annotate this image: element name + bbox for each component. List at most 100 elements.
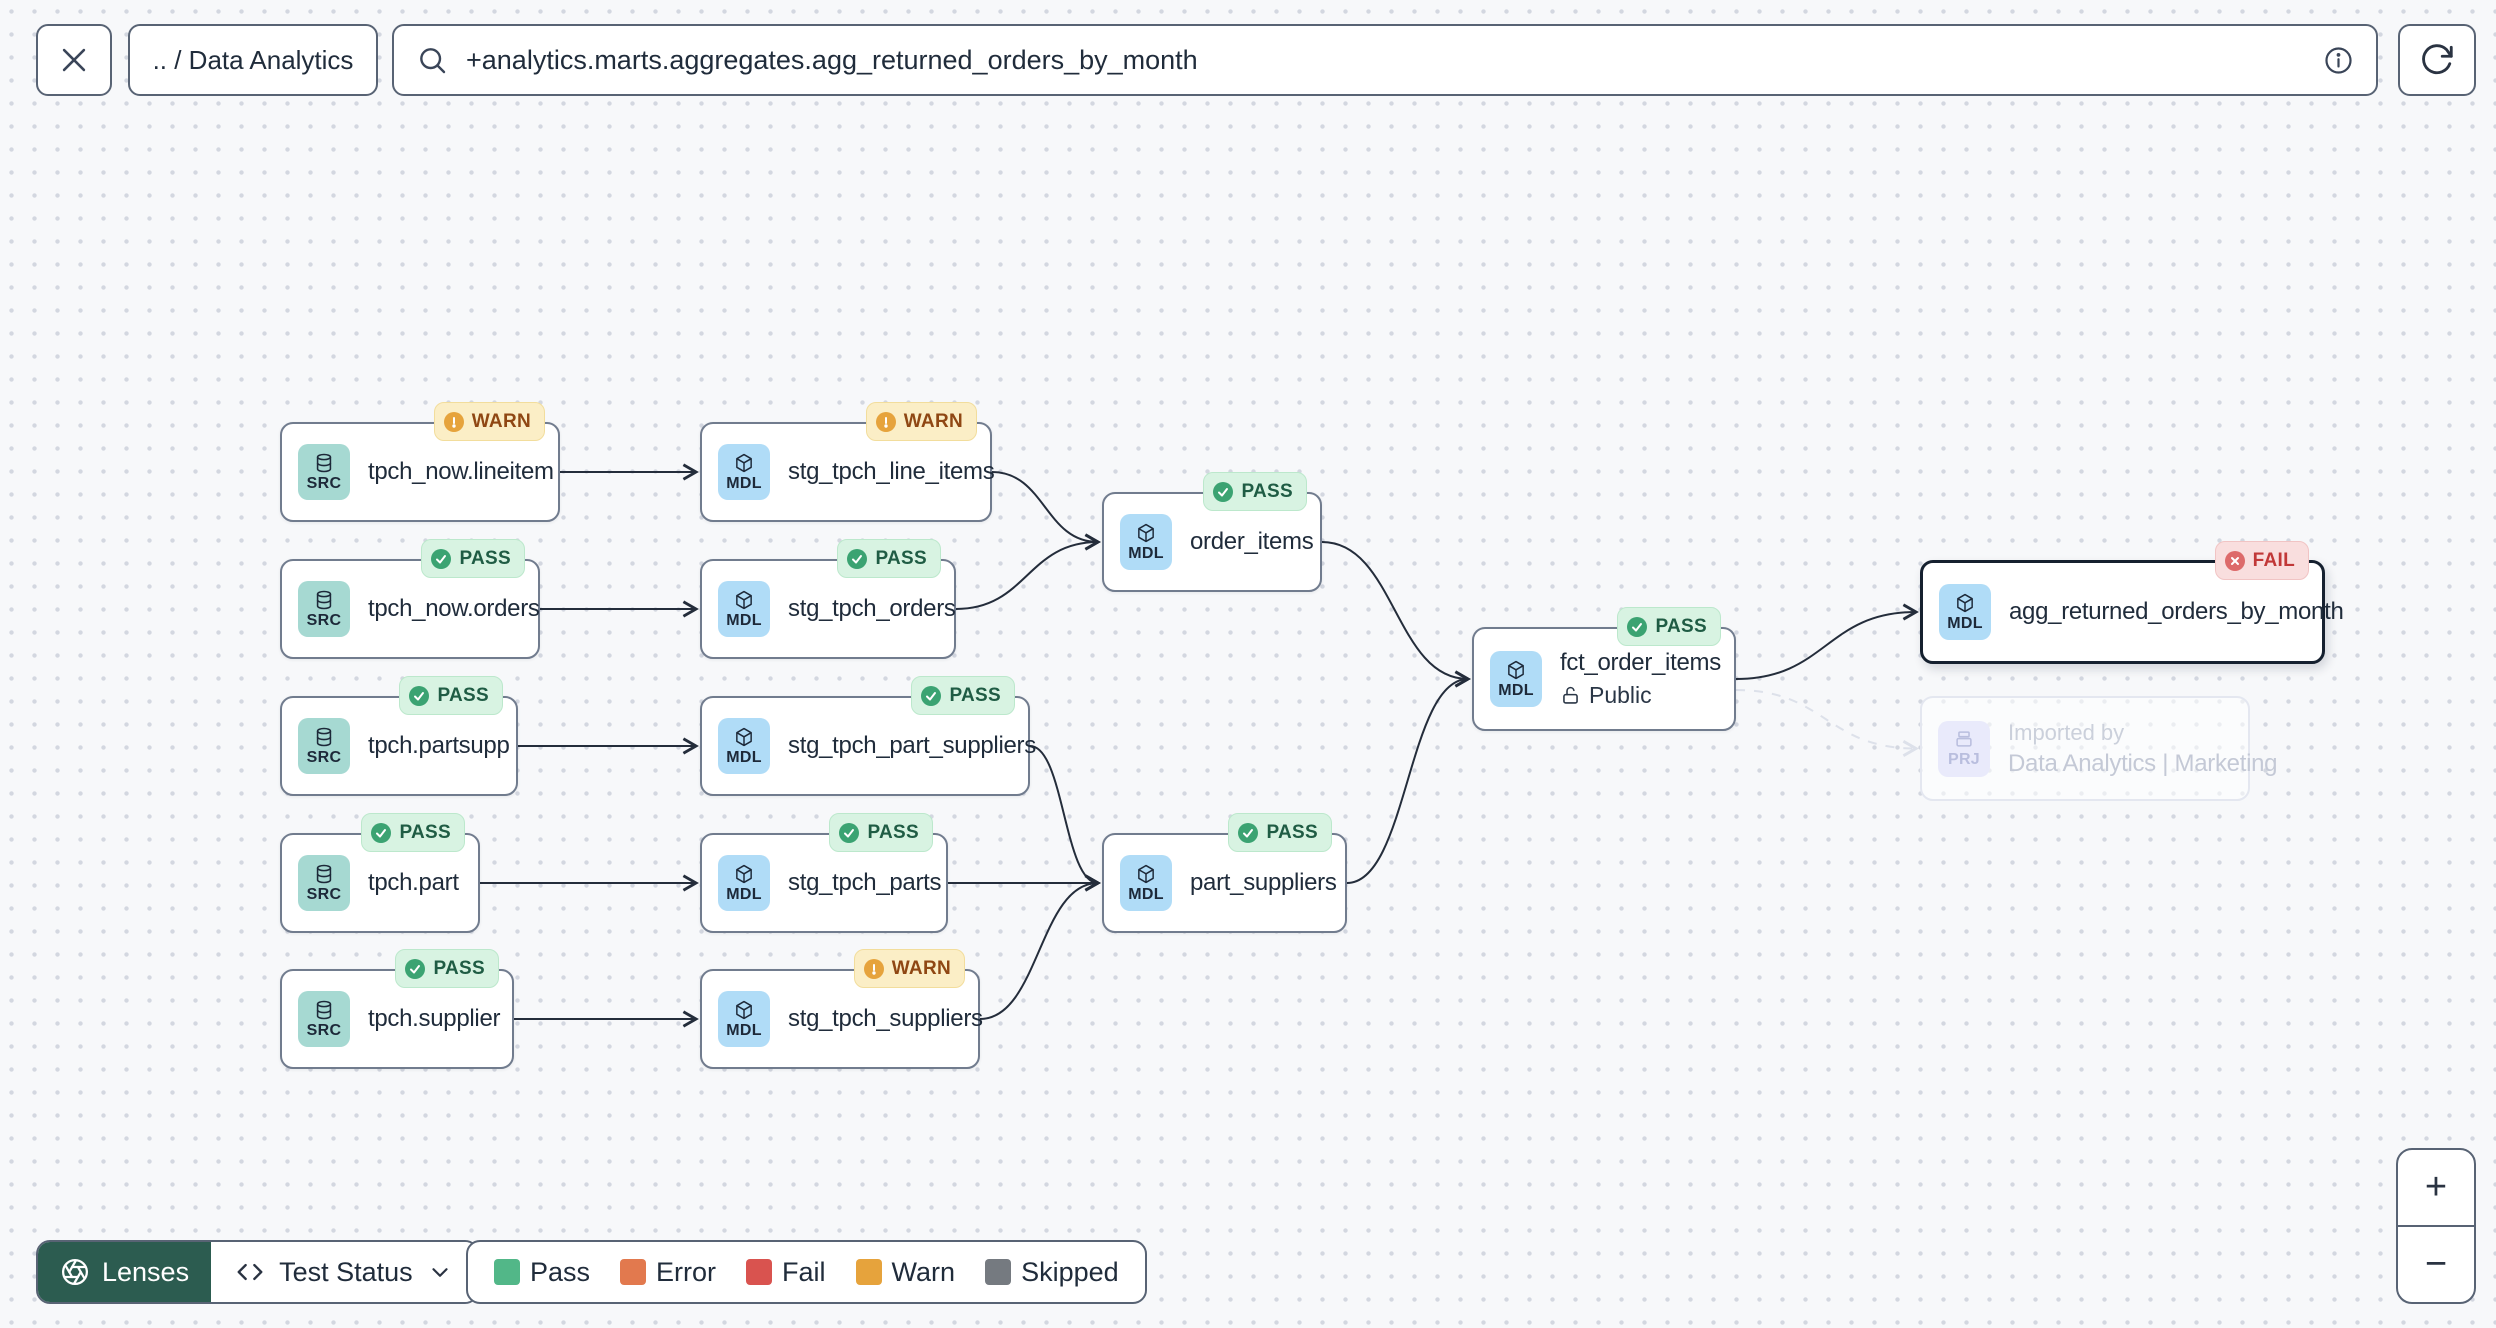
lens-combo: Lenses Test Status: [36, 1240, 479, 1304]
node-label: tpch_now.lineitem: [368, 458, 554, 485]
node-label: stg_tpch_part_suppliers: [788, 732, 1036, 759]
edge-order_items-fct_order_items: [1321, 541, 1471, 688]
database-icon: SRC: [298, 718, 350, 774]
cube-icon: MDL: [718, 991, 770, 1047]
status-badge-pass: PASS: [1617, 607, 1721, 646]
node-type-label: MDL: [726, 748, 762, 766]
status-badge-pass: PASS: [1228, 813, 1332, 852]
lens-selector[interactable]: Test Status: [211, 1242, 477, 1302]
legend-label: Fail: [782, 1256, 826, 1287]
status-dot-icon: [875, 411, 896, 432]
legend-item-warn: Warn: [855, 1257, 955, 1288]
cube-icon: MDL: [718, 581, 770, 637]
legend-label: Skipped: [1021, 1256, 1119, 1287]
legend-swatch: [620, 1259, 647, 1285]
edge-stg_part_suppliers-part_suppliers: [1029, 745, 1101, 892]
status-legend: Pass Error Fail Warn Skipped: [466, 1240, 1147, 1304]
node-src_part[interactable]: PASS SRC tpch.part: [280, 813, 480, 933]
database-icon: SRC: [298, 444, 350, 500]
zoom-in-button[interactable]: +: [2398, 1150, 2474, 1227]
node-type-label: MDL: [1498, 681, 1534, 699]
zoom-controls: + −: [2396, 1148, 2476, 1304]
status-badge-pass: PASS: [421, 539, 525, 578]
edge-fct_order_items-agg_returned_orders_by_month: [1735, 603, 1919, 680]
info-icon[interactable]: [2323, 45, 2354, 76]
node-type-label: MDL: [1128, 885, 1164, 903]
legend-item-fail: Fail: [746, 1257, 826, 1288]
search-bar[interactable]: [392, 24, 2378, 96]
lenses-button[interactable]: Lenses: [38, 1242, 212, 1302]
legend-swatch: [746, 1259, 773, 1285]
status-dot-icon: [1238, 822, 1259, 843]
cube-icon: MDL: [1939, 584, 1991, 640]
node-stg_line_items[interactable]: WARN MDL stg_tpch_line_items: [700, 402, 995, 522]
close-button[interactable]: [36, 24, 112, 96]
status-dot-icon: [863, 958, 884, 979]
status-badge-pass: PASS: [395, 949, 499, 988]
node-label: tpch.partsupp: [368, 732, 510, 759]
status-badge-pass: PASS: [837, 539, 941, 578]
legend-item-pass: Pass: [494, 1257, 590, 1288]
node-visibility: Public: [1560, 682, 1721, 709]
refresh-button[interactable]: [2398, 24, 2476, 96]
legend-label: Pass: [530, 1256, 591, 1287]
node-agg_returned_orders_by_month[interactable]: FAIL MDL agg_returned_orders_by_month: [1920, 541, 2344, 664]
legend-label: Error: [656, 1256, 717, 1287]
node-label: agg_returned_orders_by_month: [2009, 598, 2344, 625]
chevron-down-icon: [432, 1268, 448, 1277]
status-badge-pass: PASS: [399, 676, 503, 715]
node-src_orders[interactable]: PASS SRC tpch_now.orders: [280, 539, 540, 659]
status-badge-warn: WARN: [865, 402, 977, 441]
node-type-label: SRC: [306, 885, 342, 903]
legend-swatch: [985, 1259, 1012, 1285]
node-label: tpch.part: [368, 869, 459, 896]
node-label: stg_tpch_line_items: [788, 458, 995, 485]
node-type-label: MDL: [726, 474, 762, 492]
status-badge-fail: FAIL: [2214, 541, 2309, 580]
status-dot-icon: [1213, 481, 1234, 502]
status-dot-icon: [921, 685, 942, 706]
lenses-label: Lenses: [102, 1256, 190, 1287]
cube-icon: MDL: [718, 855, 770, 911]
node-src_partsupp[interactable]: PASS SRC tpch.partsupp: [280, 676, 518, 796]
node-label: Data Analytics | Marketing: [2008, 749, 2278, 777]
breadcrumb[interactable]: .. / Data Analytics: [128, 24, 378, 96]
breadcrumb-label: .. / Data Analytics: [152, 44, 354, 75]
legend-swatch: [855, 1259, 882, 1285]
refresh-icon: [2422, 44, 2453, 75]
node-type-label: SRC: [306, 748, 342, 766]
legend-item-skipped: Skipped: [985, 1257, 1119, 1288]
lock-open-icon: [1563, 686, 1578, 704]
zoom-out-button[interactable]: −: [2398, 1227, 2474, 1302]
status-badge-pass: PASS: [361, 813, 465, 852]
node-type-label: MDL: [1128, 544, 1164, 562]
status-dot-icon: [409, 685, 430, 706]
node-type-label: MDL: [726, 1021, 762, 1039]
status-dot-icon: [371, 822, 392, 843]
node-type-label: SRC: [306, 1021, 342, 1039]
node-sublabel: Imported by: [2008, 719, 2125, 745]
search-input[interactable]: [464, 43, 2307, 77]
node-label: part_suppliers: [1190, 869, 1337, 896]
lens-selected-label: Test Status: [279, 1256, 413, 1287]
status-dot-icon: [443, 411, 464, 432]
database-icon: SRC: [298, 855, 350, 911]
aperture-icon: [62, 1259, 88, 1285]
node-label: tpch_now.orders: [368, 595, 540, 622]
node-part_suppliers[interactable]: PASS MDL part_suppliers: [1102, 813, 1347, 933]
status-badge-pass: PASS: [829, 813, 933, 852]
legend-swatch: [494, 1259, 520, 1285]
database-icon: SRC: [298, 581, 350, 637]
cube-icon: MDL: [1490, 651, 1542, 707]
